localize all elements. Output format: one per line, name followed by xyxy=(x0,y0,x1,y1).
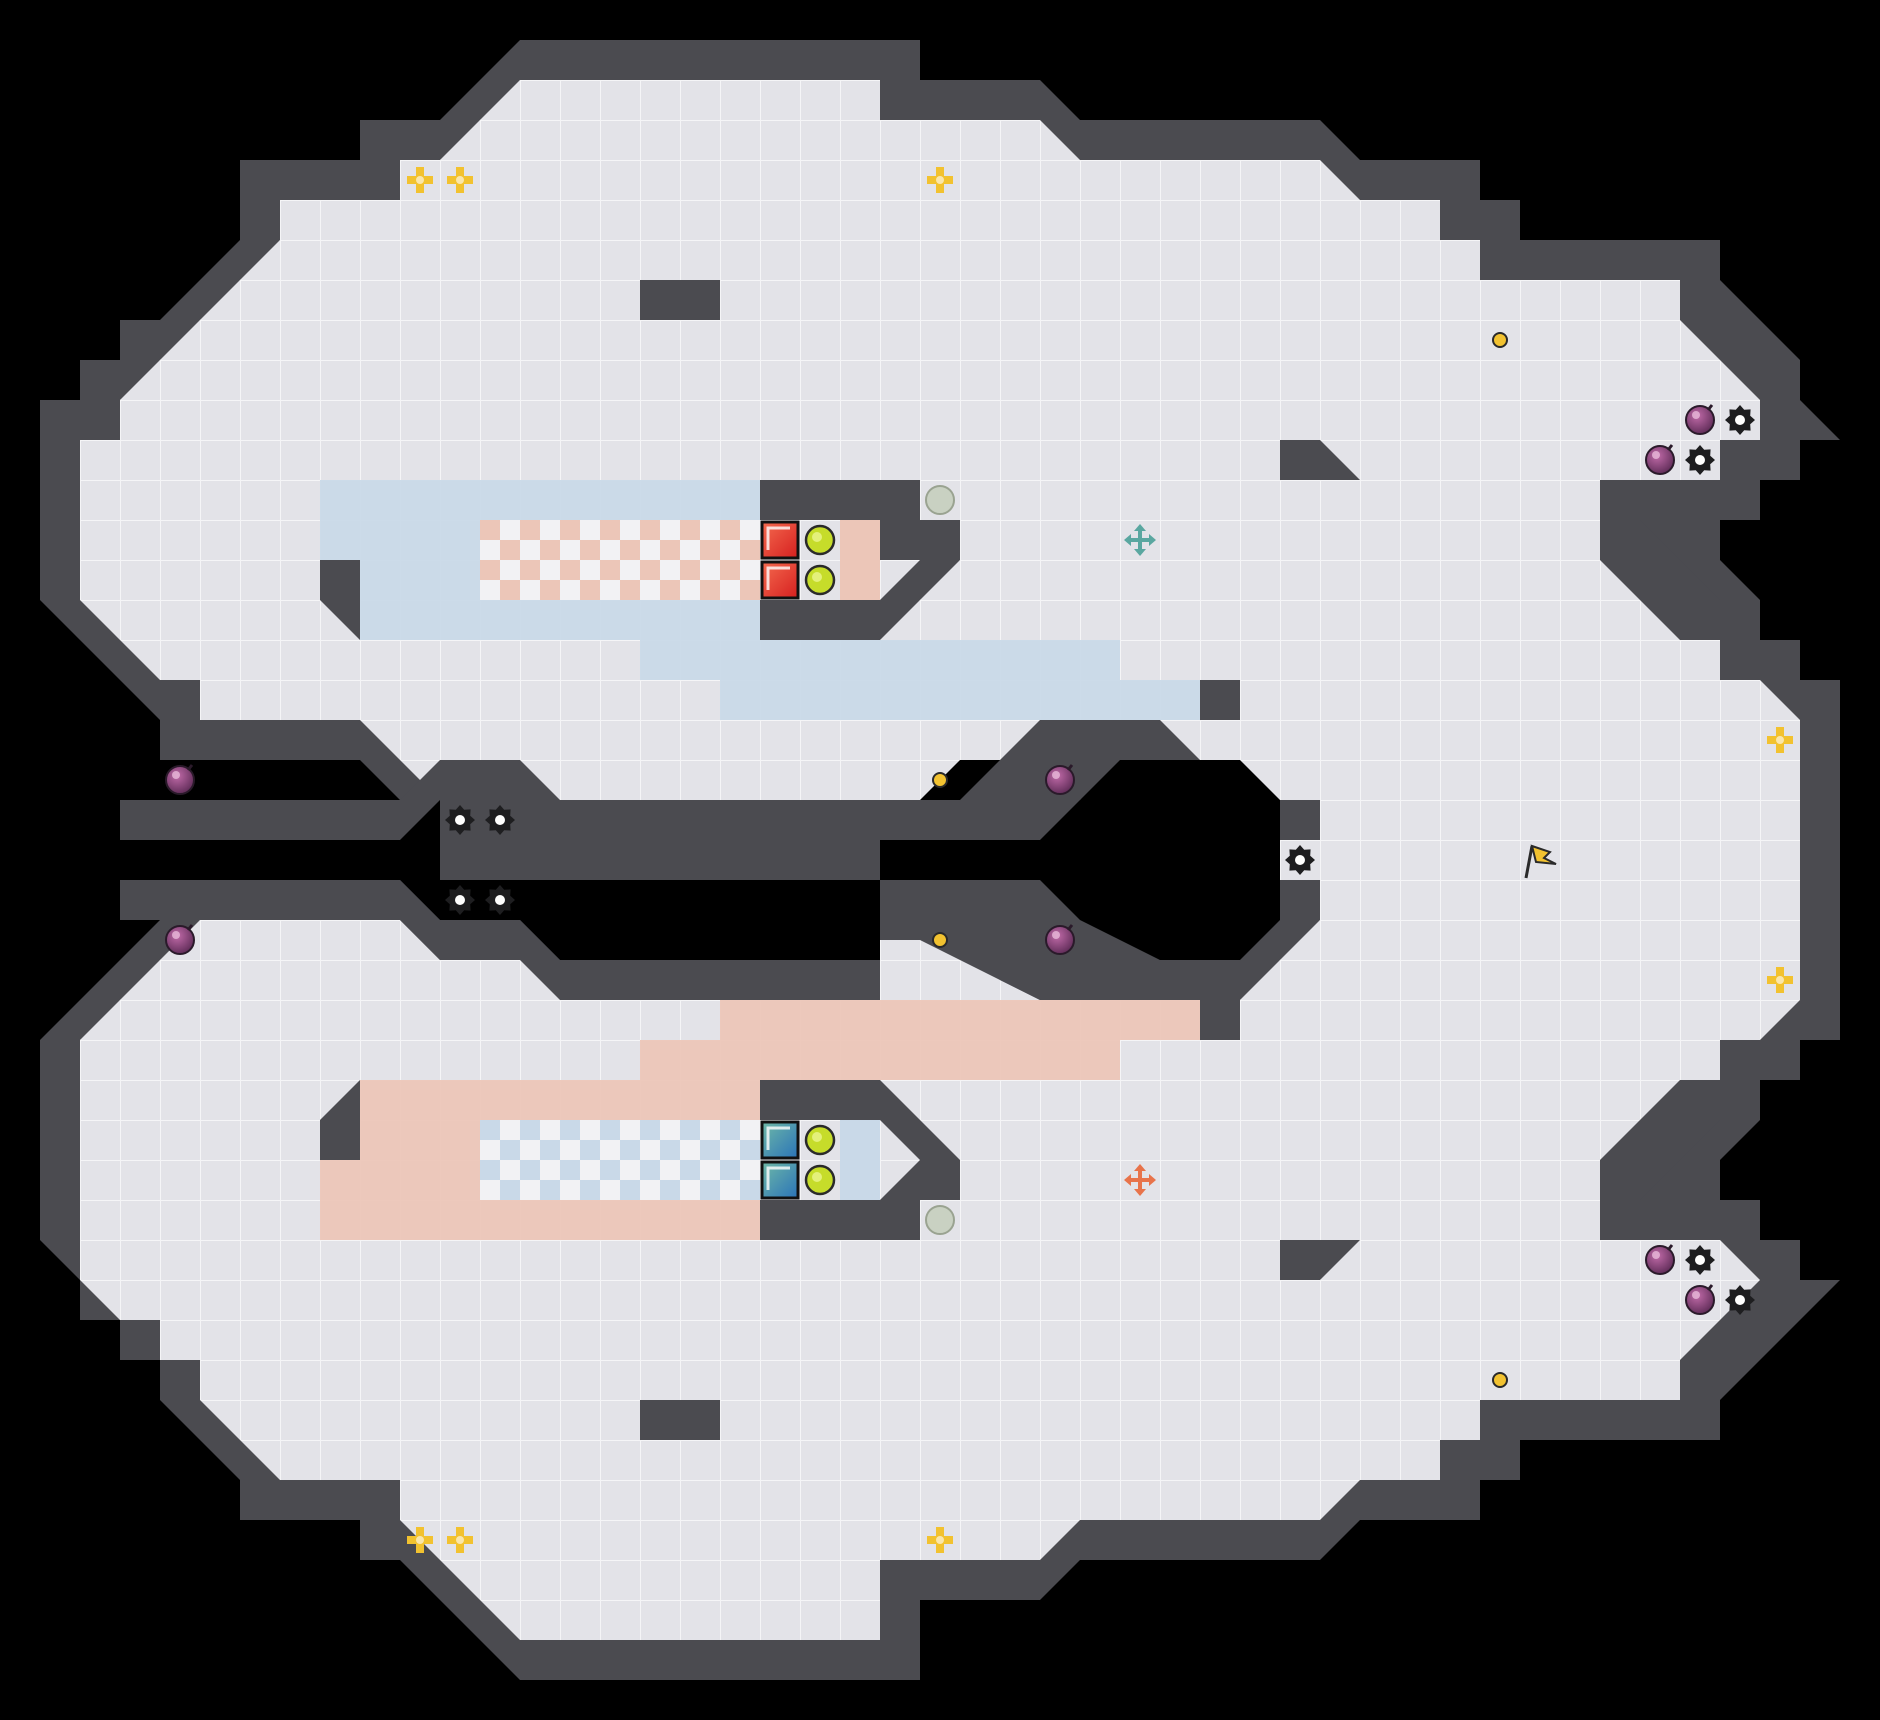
floor xyxy=(80,80,1800,1640)
gear-icon xyxy=(1685,1245,1715,1275)
button xyxy=(804,1124,836,1156)
gear-icon xyxy=(1685,445,1715,475)
gear-icon xyxy=(1725,1285,1755,1315)
spawn-blue xyxy=(760,1120,800,1160)
red-check-zone xyxy=(480,520,760,600)
gear-icon xyxy=(485,805,515,835)
gear-icon xyxy=(445,805,475,835)
mine-icon xyxy=(165,764,195,795)
plus-icon xyxy=(447,1527,473,1553)
red-base-floor xyxy=(840,520,880,600)
mine-icon xyxy=(1685,404,1715,435)
plus-icon xyxy=(927,167,953,193)
plus-icon xyxy=(407,167,433,193)
gear-icon xyxy=(1725,405,1755,435)
block-lower xyxy=(640,1400,720,1440)
plus-icon xyxy=(927,1527,953,1553)
coin-icon xyxy=(1492,1372,1508,1388)
flag-icon xyxy=(1524,844,1557,879)
spawn-blue xyxy=(760,1160,800,1200)
inactive-node xyxy=(925,1205,955,1235)
button xyxy=(804,524,836,556)
button xyxy=(804,1164,836,1196)
move-arrows-icon xyxy=(1124,1164,1156,1196)
inner-walls xyxy=(120,280,1720,1440)
plus-icon xyxy=(1767,727,1793,753)
gear-icon xyxy=(1285,845,1315,875)
coin-icon xyxy=(932,932,948,948)
mine-icon xyxy=(165,924,195,955)
mine-icon xyxy=(1645,1244,1675,1275)
plus-icon xyxy=(1767,967,1793,993)
gear-icon xyxy=(445,885,475,915)
spawn-bases xyxy=(760,480,960,1240)
plus-icon xyxy=(407,1527,433,1553)
inactive-node xyxy=(925,485,955,515)
coin-icon xyxy=(932,772,948,788)
spawn-red xyxy=(760,520,800,560)
plus-icon xyxy=(447,167,473,193)
button xyxy=(804,564,836,596)
mine-icon xyxy=(1045,764,1075,795)
coin-icon xyxy=(1492,332,1508,348)
mine-icon xyxy=(1645,444,1675,475)
spawn-red xyxy=(760,560,800,600)
move-arrows-icon xyxy=(1124,524,1156,556)
gear-icon xyxy=(485,885,515,915)
blue-check-zone xyxy=(480,1120,760,1200)
block-upper xyxy=(640,280,720,320)
mine-icon xyxy=(1685,1284,1715,1315)
mine-icon xyxy=(1045,924,1075,955)
blue-base-floor xyxy=(840,1120,880,1200)
